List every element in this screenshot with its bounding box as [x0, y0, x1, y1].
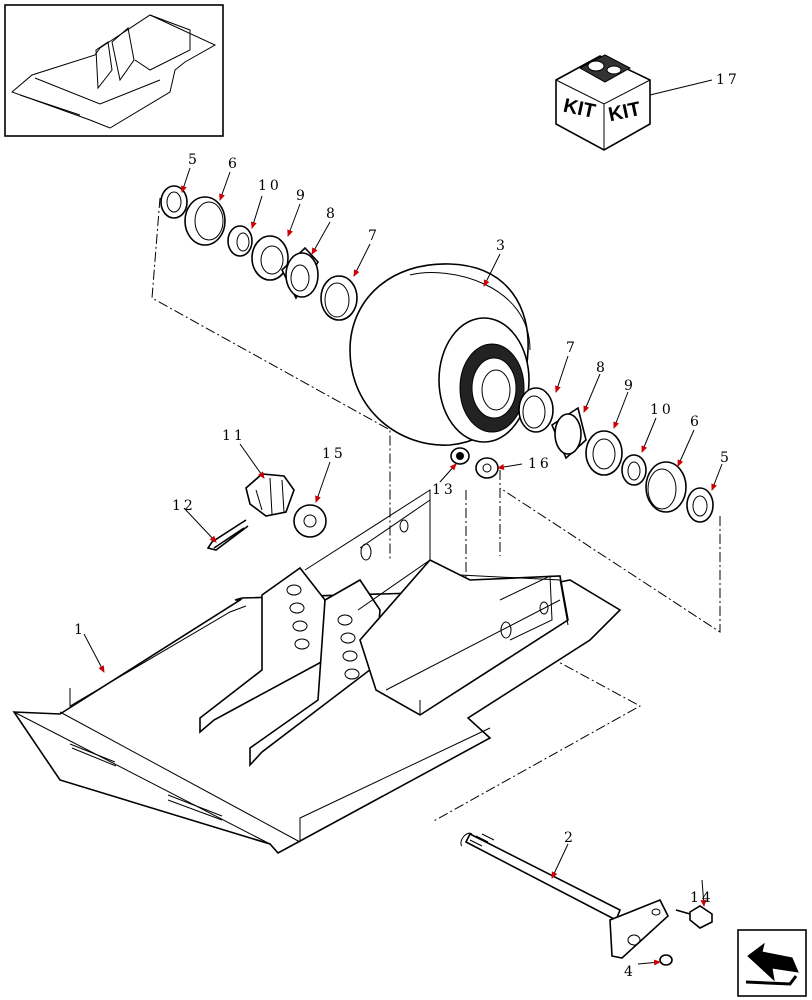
callout-9-left: 9: [296, 188, 308, 204]
callout-5-right: 5: [720, 450, 732, 466]
bearing-stack-right: [518, 387, 714, 523]
back-arrow-icon[interactable]: [737, 929, 807, 997]
frame-plate: [12, 489, 622, 855]
callout-15: 15: [322, 446, 346, 462]
callout-11: 11: [222, 428, 246, 444]
callout-7-right: 7: [566, 340, 578, 356]
callout-5-left: 5: [188, 152, 200, 168]
callout-8-left: 8: [326, 206, 338, 222]
axle-shaft: [460, 832, 713, 966]
callout-13: 13: [432, 482, 456, 498]
callout-labels: 5 6 10 9 8 7 3 7 8 9 10 6 5 11 15 12 13 …: [74, 72, 740, 980]
callout-9-right: 9: [624, 378, 636, 394]
callout-3: 3: [496, 238, 508, 254]
callout-6-right: 6: [690, 414, 702, 430]
callout-7-left: 7: [368, 228, 380, 244]
callout-17: 17: [716, 72, 740, 88]
callout-8-right: 8: [596, 360, 608, 376]
callout-10-right: 10: [650, 402, 674, 418]
callout-14: 14: [690, 890, 714, 906]
bearing-stack-left: [160, 185, 358, 321]
hardware-small: [206, 447, 499, 551]
thumbnail-overview[interactable]: [4, 4, 224, 137]
roller-wheel: [349, 263, 531, 446]
callout-1: 1: [74, 622, 86, 638]
callout-2: 2: [564, 830, 576, 846]
callout-10-left: 10: [258, 178, 282, 194]
callout-4: 4: [624, 964, 636, 980]
callout-16: 16: [528, 456, 552, 472]
kit-box-icon[interactable]: KIT KIT: [555, 54, 651, 151]
leader-lines: [83, 167, 723, 966]
callout-12: 12: [172, 498, 196, 514]
callout-6-left: 6: [228, 156, 240, 172]
